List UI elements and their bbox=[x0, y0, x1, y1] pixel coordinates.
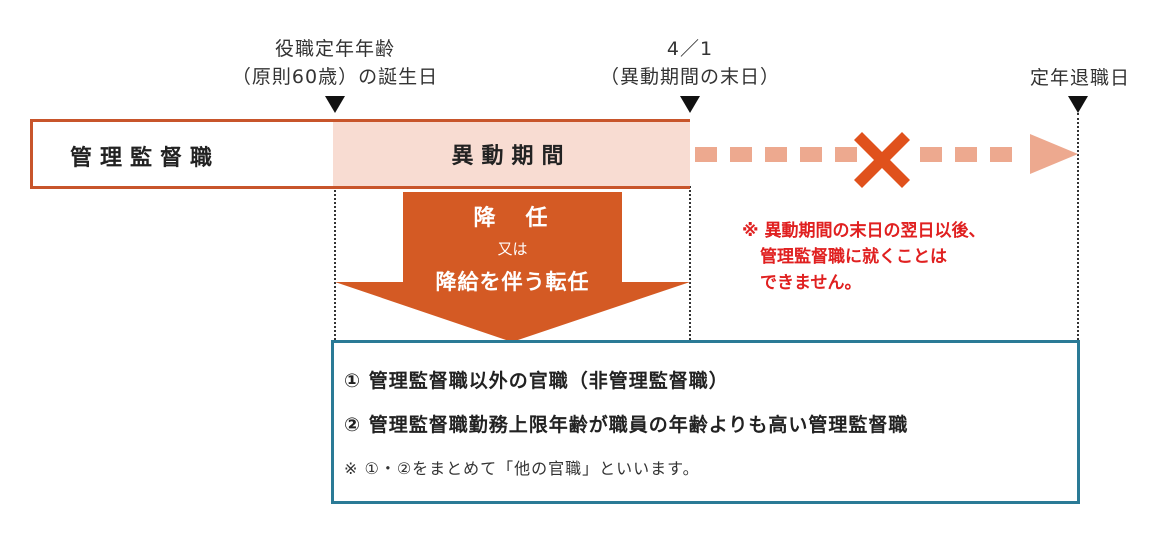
dashed-segment bbox=[695, 147, 717, 162]
transfer-period-block: 異動期間 bbox=[333, 122, 690, 186]
dashed-segment bbox=[800, 147, 822, 162]
retirement-age-birthday-label: 役職定年年齢 （原則60歳）の誕生日 bbox=[210, 35, 460, 91]
management-post-label: 管理監督職 bbox=[70, 146, 221, 171]
dashed-segment bbox=[920, 147, 942, 162]
down-arrow-icon bbox=[335, 192, 690, 342]
demotion-label: 降 任 bbox=[473, 206, 552, 231]
info-item-2: ② 管理監督職勤務上限年齢が職員の年齢よりも高い管理監督職 bbox=[344, 414, 909, 436]
dotted-guide-line bbox=[334, 186, 336, 340]
cross-x-icon bbox=[854, 132, 910, 188]
dashed-segment bbox=[955, 147, 977, 162]
mandatory-retirement-label: 定年退職日 bbox=[1029, 67, 1130, 89]
april-first-label: 4／1 （異動期間の末日） bbox=[585, 35, 795, 91]
april-first-line2: （異動期間の末日） bbox=[599, 66, 780, 88]
restriction-note-line2: 管理監督職に就くことは bbox=[760, 247, 947, 267]
dashed-segment bbox=[990, 147, 1012, 162]
arrow-right-icon bbox=[1030, 134, 1078, 174]
other-posts-box bbox=[331, 340, 1080, 504]
dashed-segment bbox=[765, 147, 787, 162]
transfer-period-label: 異動期間 bbox=[451, 144, 572, 169]
retirement-age-birthday-line2: （原則60歳）の誕生日 bbox=[231, 66, 439, 88]
dotted-guide-line bbox=[1077, 113, 1079, 340]
retirement-age-birthday-line1: 役職定年年齢 bbox=[274, 38, 395, 60]
down-triangle-marker-icon bbox=[325, 96, 345, 113]
down-triangle-marker-icon bbox=[680, 96, 700, 113]
dotted-guide-line bbox=[689, 186, 691, 340]
restriction-note-line3: できません。 bbox=[760, 273, 862, 293]
restriction-note-line1: ※ 異動期間の末日の翌日以後、 bbox=[742, 221, 986, 241]
info-footnote: ※ ①・②をまとめて「他の官職」といいます。 bbox=[344, 459, 700, 478]
dashed-segment bbox=[730, 147, 752, 162]
info-item-1: ① 管理監督職以外の官職（非管理監督職） bbox=[344, 370, 729, 392]
april-first-line1: 4／1 bbox=[666, 38, 714, 60]
or-label: 又は bbox=[497, 240, 528, 258]
dashed-segment bbox=[835, 147, 857, 162]
restriction-note: ※ 異動期間の末日の翌日以後、 管理監督職に就くことは できません。 bbox=[742, 218, 985, 296]
down-triangle-marker-icon bbox=[1068, 96, 1088, 113]
demotion-with-pay-cut-label: 降給を伴う転任 bbox=[435, 270, 590, 294]
